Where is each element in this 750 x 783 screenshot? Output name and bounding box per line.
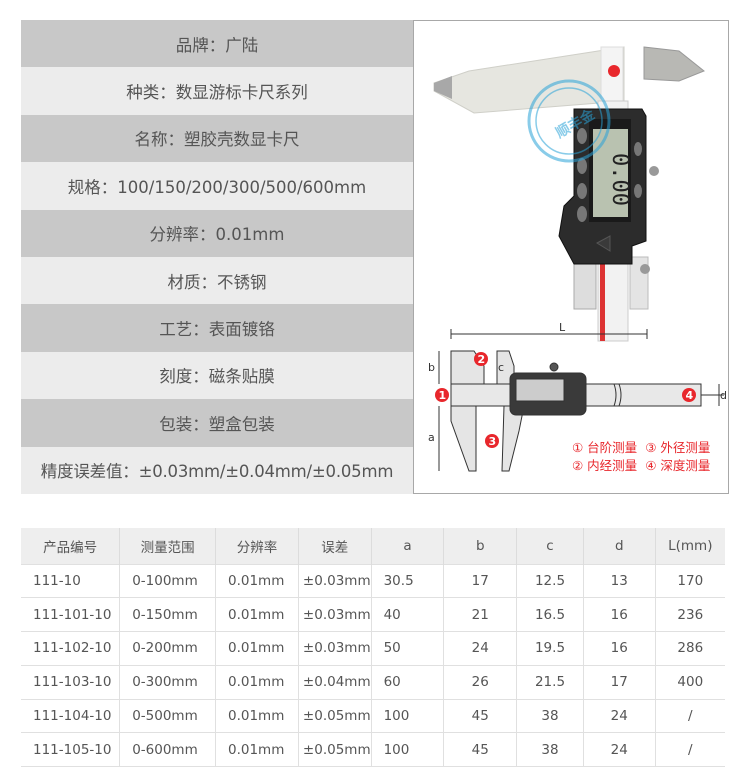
- spec-resolution: 分辨率：0.01mm: [21, 209, 413, 257]
- header-error: 误差: [298, 528, 372, 564]
- header-a: a: [371, 528, 445, 564]
- svg-text:4: 4: [686, 389, 694, 402]
- svg-text:c: c: [498, 361, 504, 374]
- spec-material: 材质：不锈钢: [21, 256, 413, 305]
- spec-brand: 品牌：广陆: [21, 20, 413, 68]
- svg-text:1: 1: [439, 389, 447, 402]
- spec-type: 种类：数显游标卡尺系列: [21, 67, 413, 115]
- svg-text:3: 3: [489, 435, 497, 448]
- svg-text:a: a: [428, 431, 435, 444]
- legend-inner: ② 内经测量: [572, 458, 638, 473]
- spec-package: 包装：塑盒包装: [21, 399, 413, 447]
- product-image-panel: 0.00 顺丰金: [413, 20, 729, 494]
- legend-outer: ③ 外径测量: [645, 440, 711, 455]
- legend-step: ① 台阶测量: [572, 440, 638, 455]
- legend-depth: ④ 深度测量: [645, 458, 711, 473]
- spec-name: 名称：塑胶壳数显卡尺: [21, 114, 413, 163]
- header-c: c: [516, 528, 584, 564]
- header-d: d: [583, 528, 656, 564]
- spec-scale: 刻度：磁条贴膜: [21, 351, 413, 400]
- svg-text:b: b: [428, 361, 435, 374]
- spec-size: 规格：100/150/200/300/500/600mm: [21, 162, 413, 210]
- display-reading: 0.00: [607, 153, 632, 206]
- header-b: b: [443, 528, 518, 564]
- header-length: L(mm): [655, 528, 725, 564]
- header-resolution: 分辨率: [215, 528, 299, 564]
- caliper-photo: 0.00 顺丰金: [428, 46, 727, 472]
- table-header-row: 产品编号 测量范围 分辨率 误差 a b c d L(mm): [21, 528, 725, 564]
- svg-text:d: d: [720, 389, 727, 402]
- spec-process: 工艺：表面镀铬: [21, 304, 413, 352]
- spec-list: 品牌：广陆 种类：数显游标卡尺系列 名称：塑胶壳数显卡尺 规格：100/150/…: [21, 20, 413, 494]
- header-range: 测量范围: [119, 528, 216, 564]
- svg-text:2: 2: [478, 353, 486, 366]
- spec-accuracy: 精度误差值：±0.03mm/±0.04mm/±0.05mm: [21, 446, 413, 494]
- svg-text:L: L: [559, 321, 566, 334]
- measurement-legend: ① 台阶测量 ③ 外径测量 ② 内经测量 ④ 深度测量: [572, 439, 718, 475]
- header-model: 产品编号: [21, 528, 121, 564]
